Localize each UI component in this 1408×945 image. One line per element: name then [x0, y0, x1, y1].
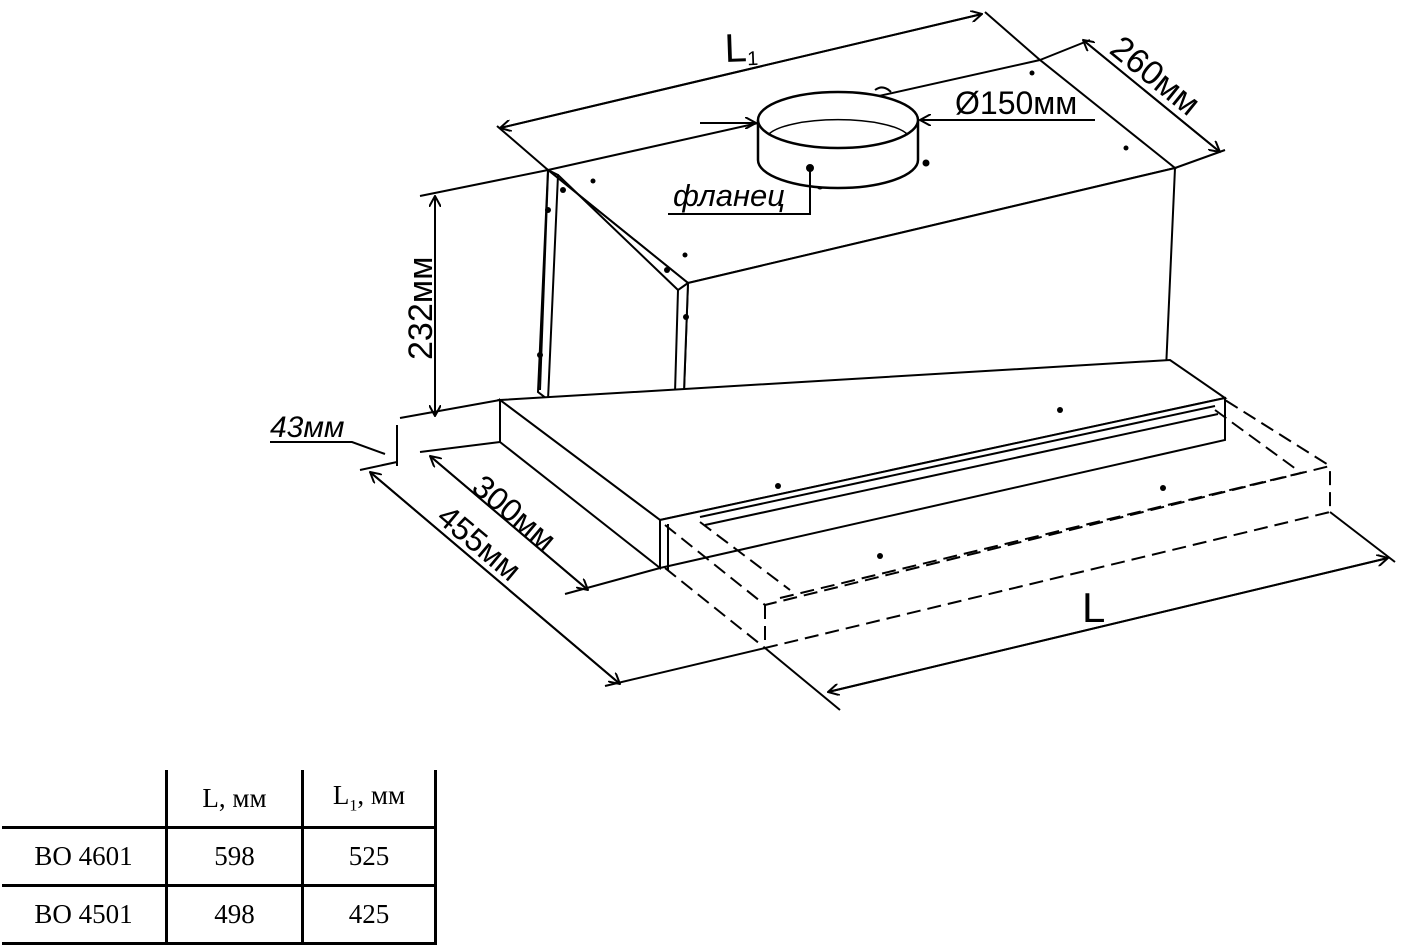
- table-row: BO 4601 598 525: [2, 826, 437, 887]
- dim-232: 232мм: [402, 257, 440, 360]
- model-cell: BO 4501: [2, 884, 167, 945]
- table-corner-cell: [2, 770, 167, 828]
- spec-table: L, мм L1, мм BO 4601 598 525 BO 4501 498…: [2, 770, 437, 945]
- l1-value-cell: 525: [301, 826, 437, 887]
- l1-value-cell: 425: [301, 884, 437, 945]
- l-value-cell: 498: [165, 884, 303, 945]
- dim-diameter: Ø150мм: [955, 85, 1077, 121]
- flange-label: фланец: [673, 178, 785, 213]
- slide-panel: [497, 358, 1228, 571]
- table-row: BO 4501 498 425: [2, 884, 437, 945]
- header-l1: L1, мм: [301, 770, 437, 828]
- extended-panel: [664, 399, 1333, 650]
- panel-screws: [775, 407, 1166, 559]
- duct-flange: [756, 86, 920, 190]
- header-l: L, мм: [165, 770, 303, 828]
- dimension-lines: [270, 12, 1396, 711]
- model-cell: BO 4601: [2, 826, 167, 887]
- dim-43: 43мм: [270, 411, 345, 444]
- table-header-row: L, мм L1, мм: [2, 770, 437, 828]
- dim-l: L: [1082, 584, 1105, 631]
- l-value-cell: 598: [165, 826, 303, 887]
- dim-l1: L1: [724, 26, 759, 71]
- dim-260: 260мм: [1103, 29, 1207, 124]
